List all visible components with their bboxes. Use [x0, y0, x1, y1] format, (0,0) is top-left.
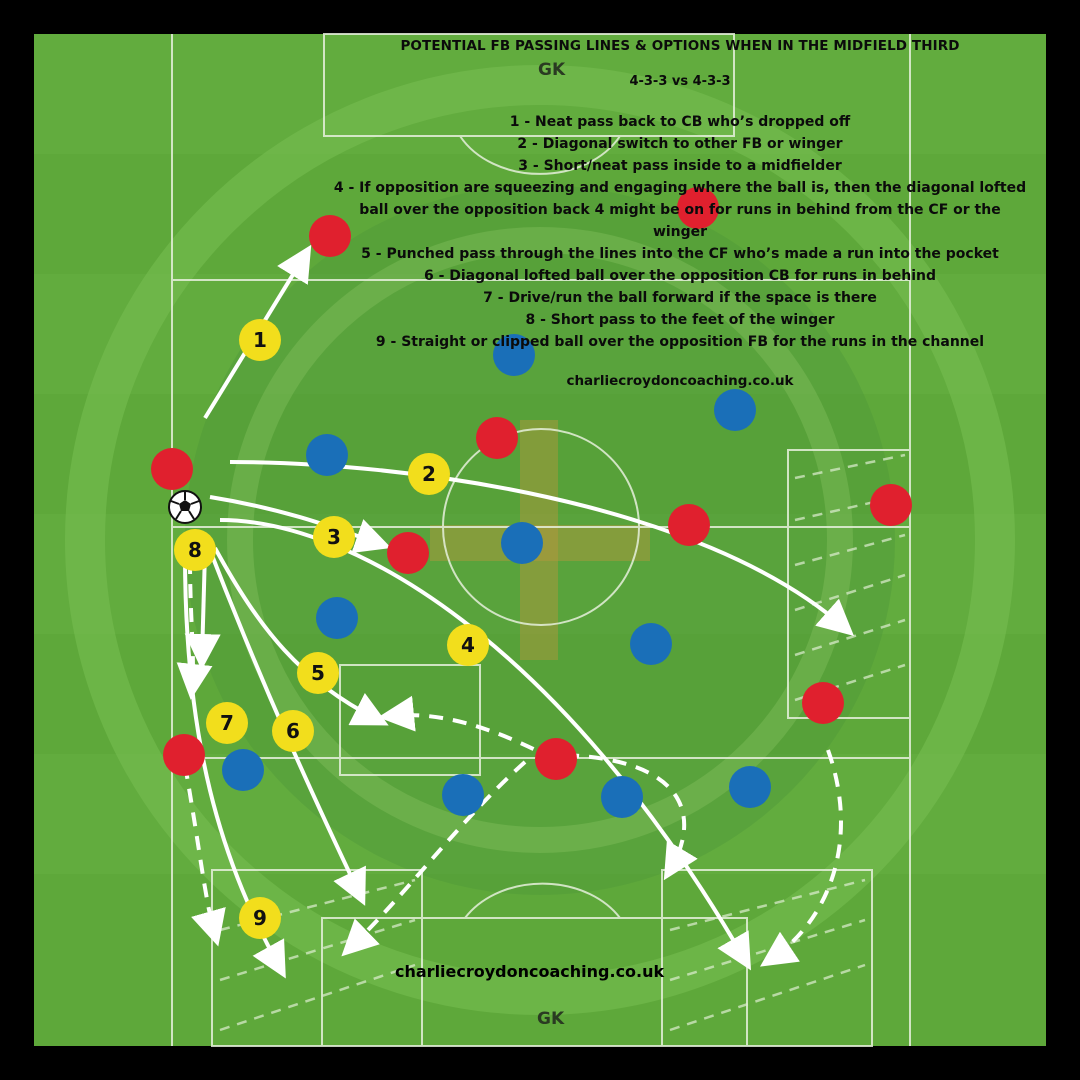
pass-line-3 [209, 495, 392, 554]
svg-text:1: 1 [253, 328, 267, 352]
run-line-cb [341, 760, 527, 957]
option-item-7: 7 - Drive/run the ball forward if the sp… [483, 290, 877, 306]
option-item-9: 9 - Straight or clipped ball over the op… [375, 334, 985, 350]
website-label-top: charliecroydoncoaching.co.uk [566, 373, 794, 389]
blue-team [222, 334, 771, 818]
football-icon [168, 490, 202, 524]
option-marker-3: 3 [313, 516, 355, 558]
website-label-bottom: charliecroydoncoaching.co.uk [395, 962, 665, 981]
options-list: 1 - Neat pass back to CB who’s dropped o… [330, 111, 1030, 353]
svg-text:9: 9 [253, 906, 267, 930]
option-marker-7: 7 [206, 702, 248, 744]
goalkeeper-label-top: GK [538, 60, 566, 80]
run-line-cf [564, 753, 698, 881]
svg-text:7: 7 [220, 711, 234, 735]
option-item-6: 6 - Diagonal lofted ball over the opposi… [423, 268, 937, 284]
svg-text:2: 2 [422, 462, 436, 486]
option-item-5: 5 - Punched pass through the lines into … [361, 246, 999, 262]
option-marker-4: 4 [447, 624, 489, 666]
diagram-title: POTENTIAL FB PASSING LINES & OPTIONS WHE… [400, 38, 960, 54]
pass-line-5 [213, 547, 389, 726]
svg-text:3: 3 [327, 525, 341, 549]
red-team [151, 187, 912, 780]
run-lines [176, 559, 843, 967]
pass-line-4 [219, 518, 752, 971]
option-item-4: 4 - If opposition are squeezing and enga… [333, 180, 1027, 240]
option-marker-1: 1 [239, 319, 281, 361]
svg-text:6: 6 [286, 719, 300, 743]
option-markers: 1 2 3 4 5 6 7 8 9 [174, 319, 489, 939]
option-item-3: 3 - Short/neat pass inside to a midfield… [518, 158, 842, 174]
option-item-1: 1 - Neat pass back to CB who’s dropped o… [509, 114, 851, 130]
option-marker-6: 6 [272, 710, 314, 752]
goalkeeper-label-bottom: GK [537, 1009, 565, 1029]
svg-text:5: 5 [311, 661, 325, 685]
option-marker-9: 9 [239, 897, 281, 939]
description-panel: POTENTIAL FB PASSING LINES & OPTIONS WHE… [330, 38, 1030, 389]
run-line-winger-top [378, 695, 556, 762]
run-line-right-winger [760, 749, 843, 967]
option-item-8: 8 - Short pass to the feet of the winger [525, 312, 835, 328]
option-marker-5: 5 [297, 652, 339, 694]
svg-text:4: 4 [461, 633, 475, 657]
formation-label: 4-3-3 vs 4-3-3 [629, 74, 731, 89]
run-line-7 [176, 559, 213, 700]
pass-line-8 [184, 551, 221, 670]
run-line-left-winger [183, 764, 226, 947]
option-marker-2: 2 [408, 453, 450, 495]
option-marker-8: 8 [174, 529, 216, 571]
option-item-2: 2 - Diagonal switch to other FB or winge… [517, 136, 843, 152]
pitch-markings [171, 33, 911, 1047]
svg-text:8: 8 [188, 538, 202, 562]
